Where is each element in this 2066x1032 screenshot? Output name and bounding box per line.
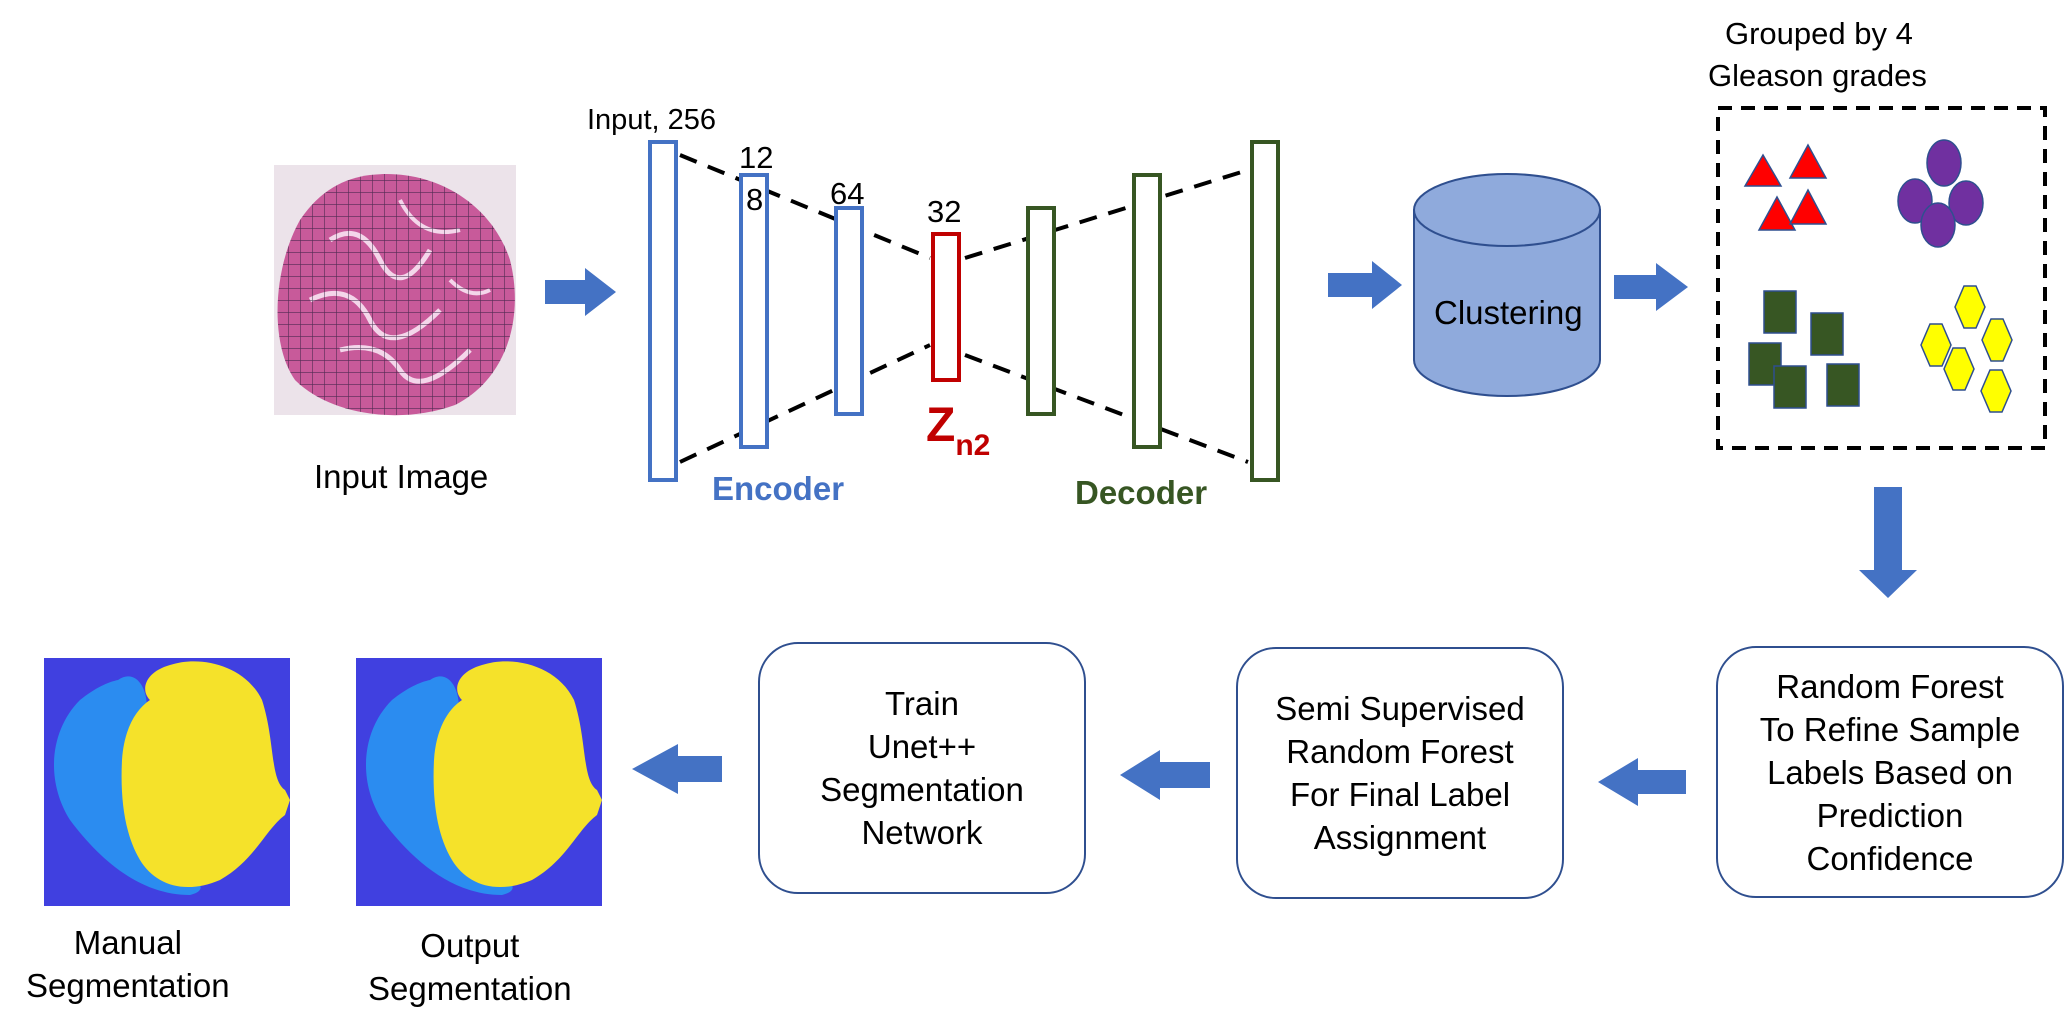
input-image-label: Input Image bbox=[314, 458, 489, 495]
layer-128-label-top: 12 bbox=[739, 140, 774, 175]
input-size-label: Input, 256 bbox=[587, 104, 716, 136]
groups-title-line1: Grouped by 4 bbox=[1725, 16, 1913, 51]
arrow-to-semi-supervised bbox=[1598, 758, 1686, 806]
output-segmentation-image bbox=[356, 658, 602, 906]
encoder-layer-64 bbox=[834, 206, 864, 416]
layer-32-label: 32 bbox=[927, 194, 962, 229]
red-triangles-group bbox=[1743, 143, 1828, 231]
purple-circles-group bbox=[1897, 139, 1984, 248]
semi-supervised-rf-text: Semi Supervised Random Forest For Final … bbox=[1275, 690, 1525, 856]
arrow-to-train-unet bbox=[1120, 750, 1210, 800]
layer-64-label: 64 bbox=[830, 176, 865, 211]
clustering-cylinder bbox=[1413, 173, 1601, 397]
train-unet-text: Train Unet++ Segmentation Network bbox=[820, 685, 1024, 851]
latent-subscript: n2 bbox=[955, 429, 991, 462]
decoder-layer-64 bbox=[1026, 206, 1056, 416]
arrow-to-encoder bbox=[545, 268, 616, 316]
decoder-layer-256 bbox=[1250, 140, 1280, 482]
decoder-layer-128 bbox=[1132, 173, 1162, 449]
yellow-hexagons-group bbox=[1920, 285, 2013, 413]
clustering-label: Clustering bbox=[1434, 294, 1583, 331]
encoder-layer-256 bbox=[648, 140, 678, 482]
manual-segmentation-image bbox=[44, 658, 290, 906]
decoder-label: Decoder bbox=[1075, 474, 1208, 511]
layer-128-label-bottom: 8 bbox=[746, 182, 764, 217]
manual-segmentation-label: Manual Segmentation bbox=[26, 921, 230, 1007]
arrow-down-to-random-forest bbox=[1859, 487, 1917, 598]
green-squares-group bbox=[1748, 290, 1860, 409]
manual-label-line1: Manual bbox=[73, 924, 182, 961]
random-forest-refine-text: Random Forest To Refine Sample Labels Ba… bbox=[1759, 667, 2021, 877]
arrow-to-groups bbox=[1614, 263, 1688, 311]
latent-symbol: Z bbox=[926, 399, 956, 452]
manual-label-line2: Segmentation bbox=[26, 967, 230, 1004]
output-segmentation-label: Output Segmentation bbox=[368, 924, 572, 1010]
decoder-layers bbox=[1026, 140, 1280, 482]
encoder-layer-128 bbox=[739, 173, 769, 449]
latent-label: Zn2 bbox=[926, 398, 990, 462]
arrow-to-clustering bbox=[1328, 261, 1402, 309]
encoder-label: Encoder bbox=[712, 470, 845, 507]
semi-supervised-rf-box: Semi Supervised Random Forest For Final … bbox=[1236, 647, 1564, 899]
input-image bbox=[274, 165, 516, 416]
output-label-line2: Segmentation bbox=[368, 970, 572, 1007]
arrow-to-outputs bbox=[632, 744, 722, 794]
output-label-line1: Output bbox=[420, 927, 520, 964]
autoencoder-connectors bbox=[679, 153, 1249, 464]
random-forest-refine-box: Random Forest To Refine Sample Labels Ba… bbox=[1716, 646, 2064, 898]
encoder-layers bbox=[648, 140, 864, 482]
groups-title-line2: Gleason grades bbox=[1708, 58, 1927, 93]
train-unet-box: Train Unet++ Segmentation Network bbox=[758, 642, 1086, 894]
latent-layer bbox=[931, 232, 961, 382]
